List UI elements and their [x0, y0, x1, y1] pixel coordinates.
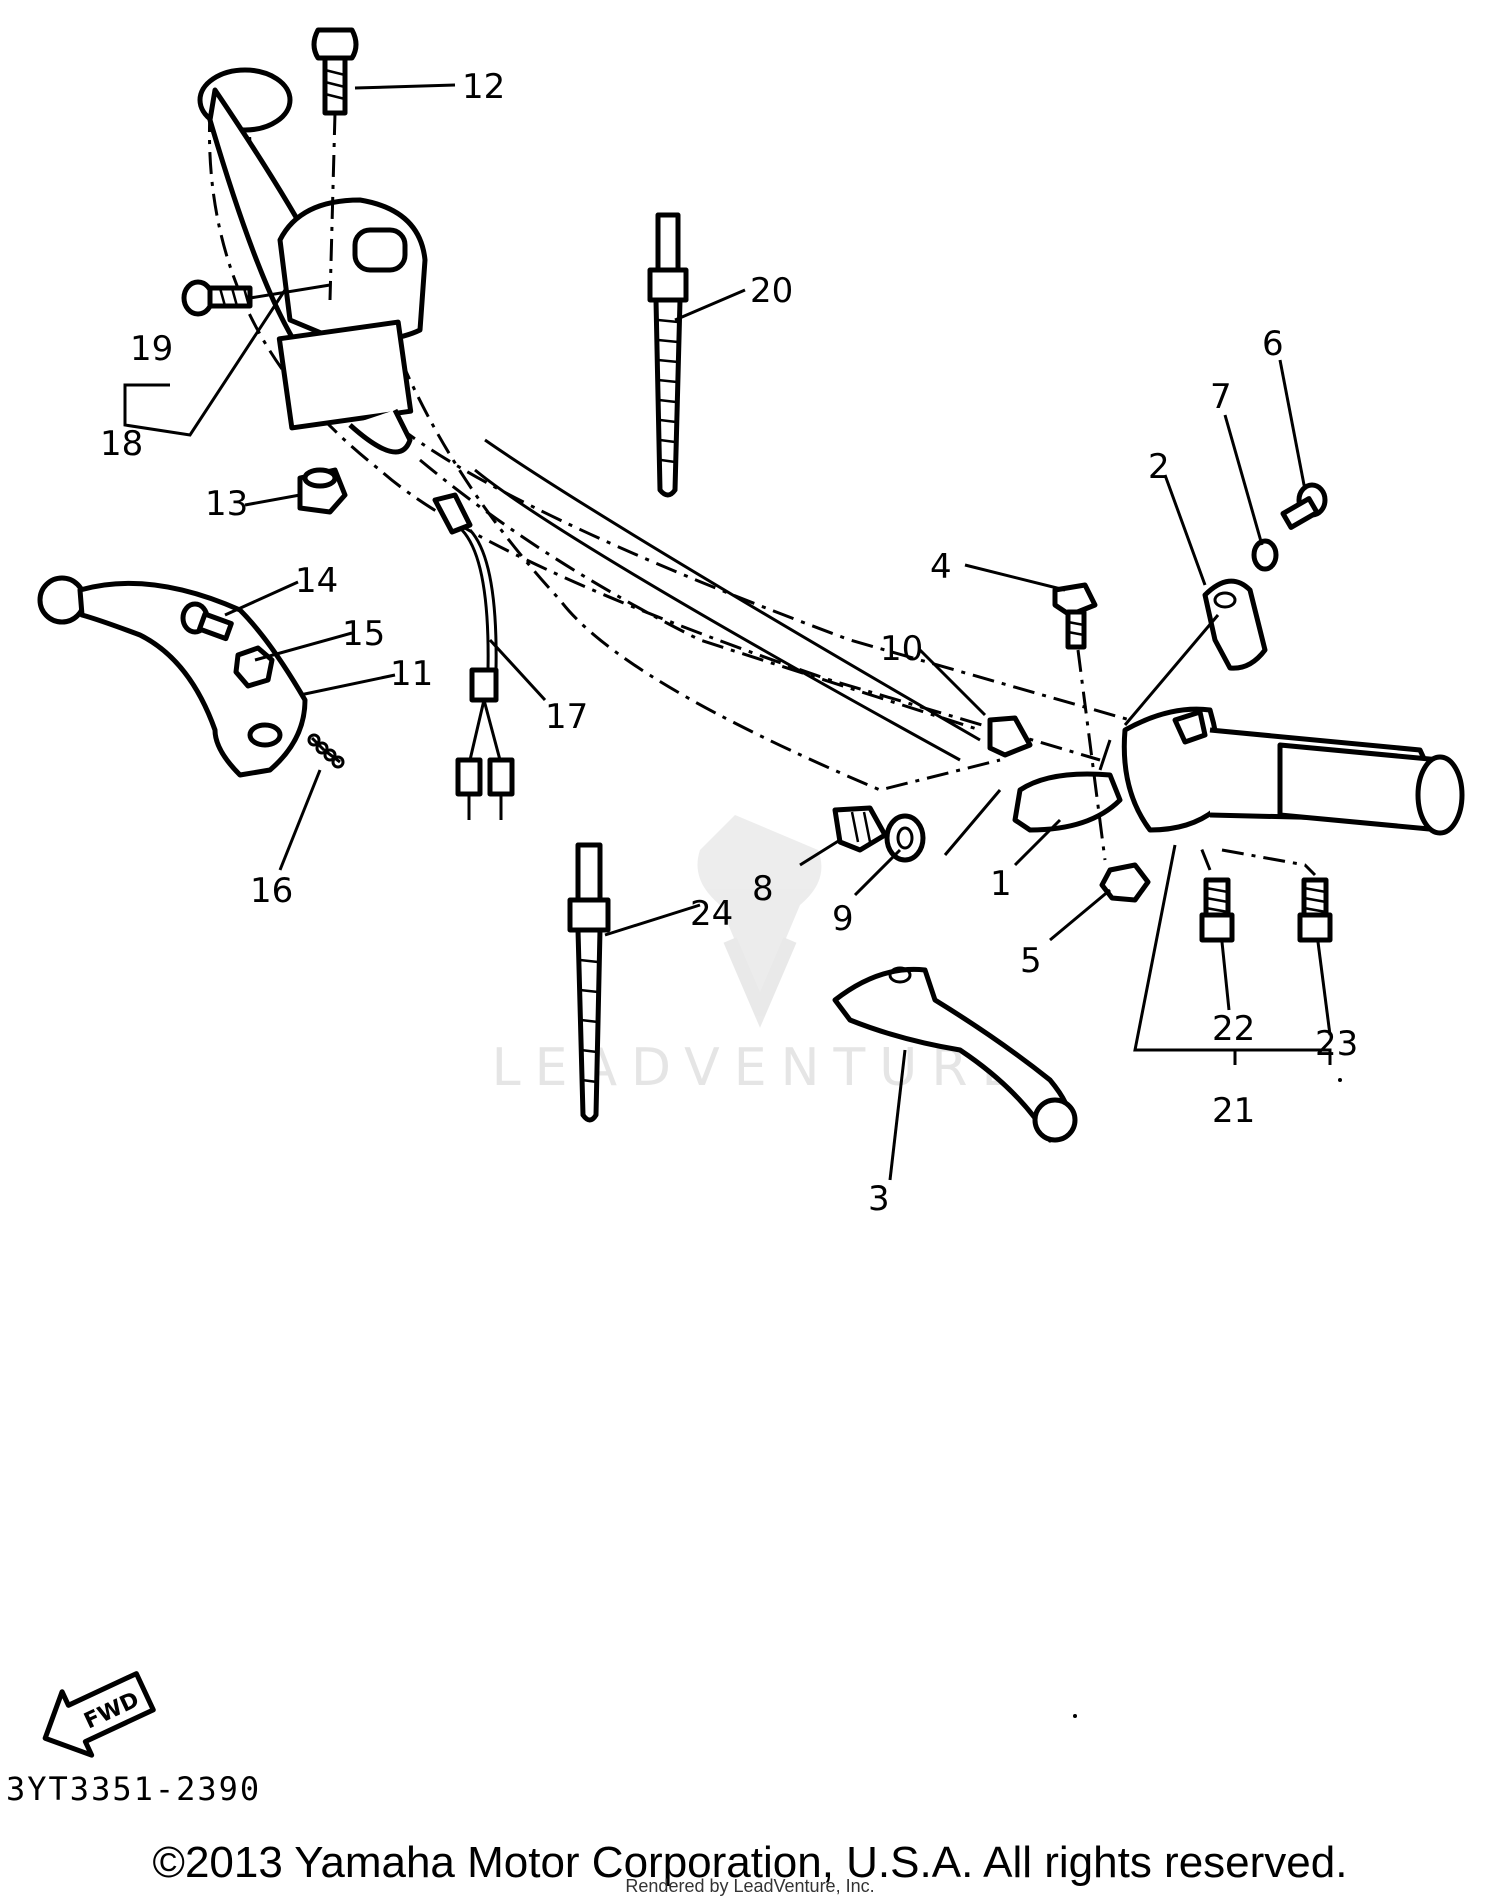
washer-9 [884, 813, 926, 863]
left-switch-assembly [197, 67, 428, 455]
bolt-4 [1052, 582, 1107, 861]
grommet-10 [987, 715, 1033, 758]
callout-22: 22 [1212, 1009, 1255, 1049]
stray-dot [1073, 1714, 1077, 1718]
spring-16 [307, 733, 345, 769]
bolt-12 [311, 27, 359, 301]
callout-7: 7 [1210, 377, 1232, 417]
lever-11 [37, 575, 308, 778]
diagram-code: 3YT3351-2390 [6, 1770, 262, 1808]
bolt-6 [1280, 482, 1328, 530]
nut-5 [1099, 862, 1151, 903]
screw-22 [1198, 844, 1235, 943]
callout-9: 9 [832, 899, 854, 939]
lever-3 [832, 966, 1078, 1143]
screw-19 [181, 279, 331, 317]
clutch-holder-1 [1012, 739, 1123, 833]
bolt-14 [180, 601, 234, 642]
callout-13: 13 [205, 484, 248, 524]
callout-11: 11 [390, 654, 433, 694]
clamp-2 [1123, 578, 1268, 726]
leader-lines [123, 83, 1332, 1181]
grommet-13 [297, 467, 348, 515]
grommet-8 [832, 805, 888, 853]
callout-10: 10 [880, 629, 923, 669]
nut-15 [233, 645, 275, 689]
wire-17 [432, 492, 515, 820]
callout-12: 12 [462, 67, 505, 107]
leadventure-logo-icon [697, 815, 822, 1028]
stray-dot [1338, 1078, 1342, 1082]
callout-21: 21 [1212, 1091, 1255, 1131]
callout-19: 19 [130, 329, 173, 369]
callout-8: 8 [752, 869, 774, 909]
callout-20: 20 [750, 271, 793, 311]
callout-5: 5 [1020, 941, 1042, 981]
washer-7 [1251, 538, 1279, 572]
callout-24: 24 [690, 894, 733, 934]
callout-17: 17 [545, 697, 588, 737]
callout-23: 23 [1315, 1024, 1358, 1064]
callout-16: 16 [250, 871, 293, 911]
copyright-notice: ©2013 Yamaha Motor Corporation, U.S.A. A… [152, 1838, 1348, 1887]
rendered-by-notice: Rendered by LeadVenture, Inc. [625, 1876, 875, 1896]
callout-1: 1 [990, 864, 1012, 904]
screw-23 [1221, 848, 1333, 943]
callout-6: 6 [1262, 324, 1284, 364]
callout-14: 14 [295, 561, 338, 601]
callout-3: 3 [868, 1179, 890, 1219]
fwd-arrow-icon: FWD [42, 1671, 156, 1758]
right-switch-assembly [1121, 706, 1465, 836]
callout-15: 15 [342, 614, 385, 654]
callout-4: 4 [930, 547, 952, 587]
cable-tie-20 [647, 212, 689, 498]
callout-2: 2 [1148, 447, 1170, 487]
cable-tie-24 [567, 842, 611, 1123]
callout-18: 18 [100, 424, 143, 464]
